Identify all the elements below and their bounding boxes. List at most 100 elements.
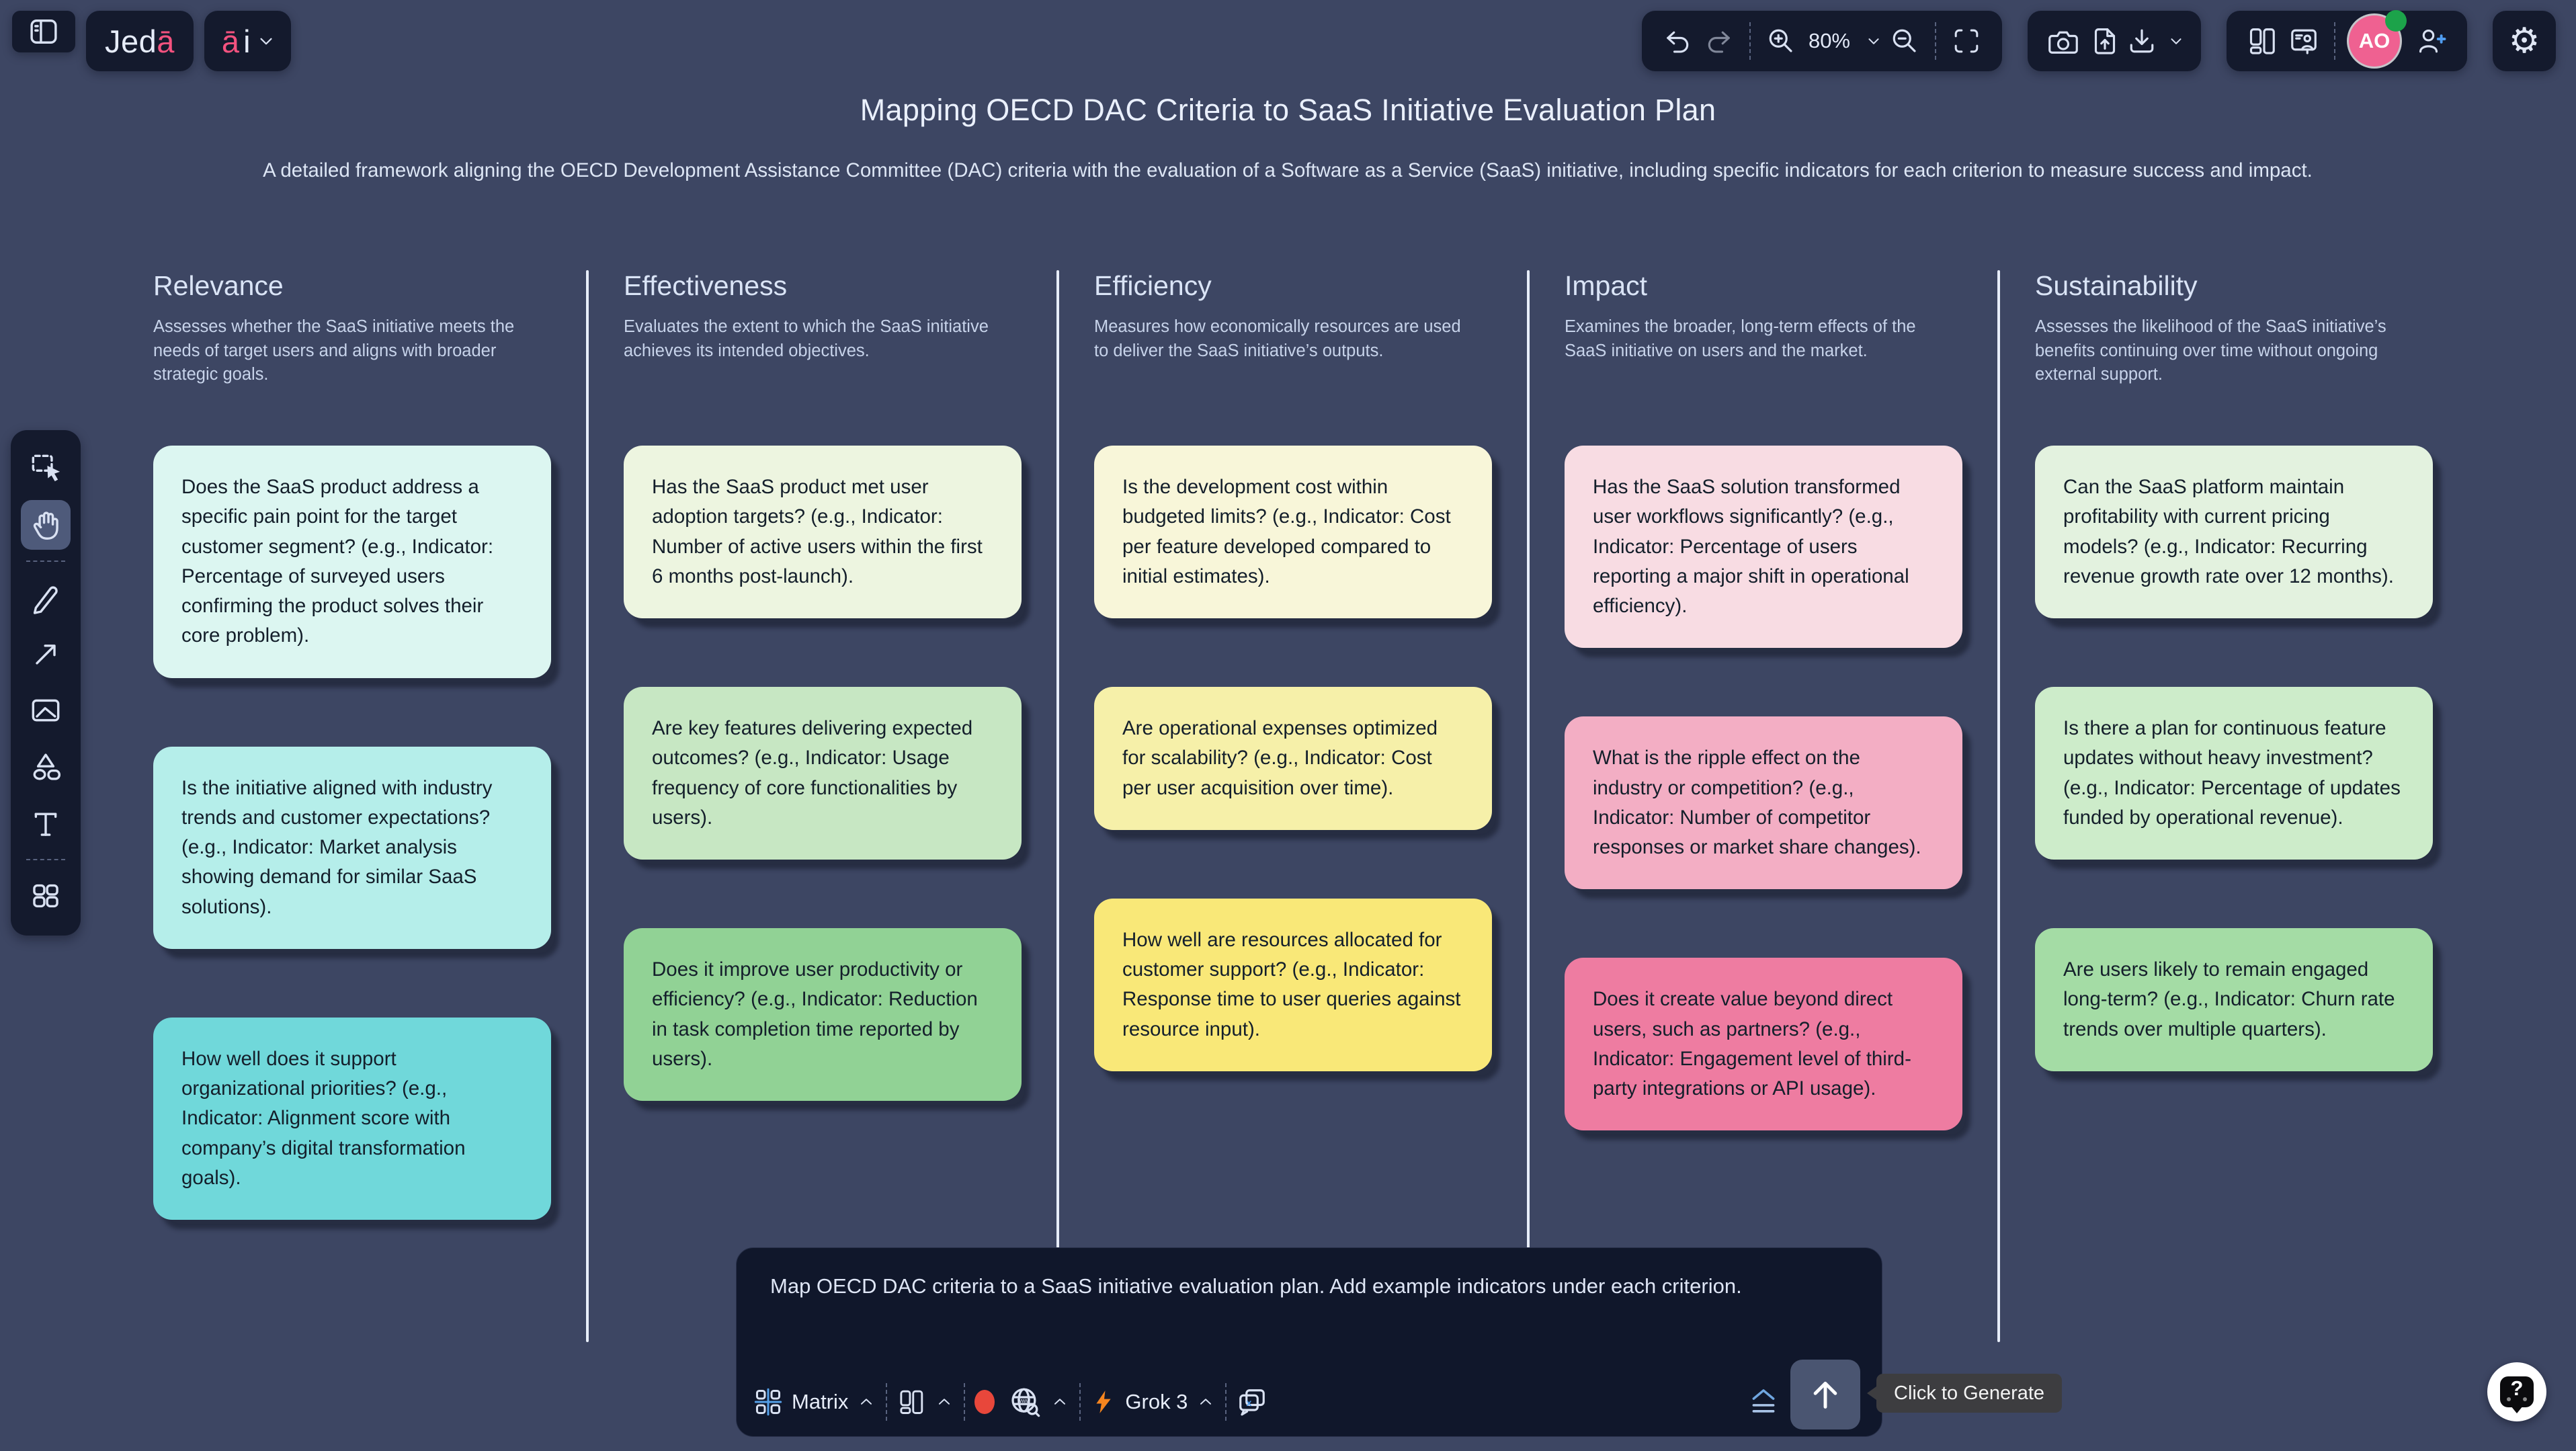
image-tool[interactable]: [21, 686, 71, 735]
column-title: Impact: [1565, 270, 1648, 301]
column-description: Evaluates the extent to which the SaaS i…: [624, 317, 989, 360]
split-layout-icon: [900, 1390, 923, 1414]
fullscreen-icon: [1954, 29, 1979, 53]
sticky-note[interactable]: Has the SaaS solution transformed user w…: [1565, 446, 1962, 649]
chat-x-icon: x: [1239, 1389, 1265, 1416]
prompt-input[interactable]: Map OECD DAC criteria to a SaaS initiati…: [770, 1274, 1742, 1298]
divider: [886, 1383, 888, 1421]
divider: [2334, 22, 2335, 60]
generate-tooltip: Click to Generate: [1876, 1374, 2063, 1413]
download-icon: [2130, 29, 2154, 53]
column-title: Relevance: [153, 270, 284, 301]
globe-search-icon: www: [1011, 1388, 1040, 1417]
column-description: Assesses whether the SaaS initiative mee…: [153, 317, 515, 384]
divider: [1225, 1383, 1227, 1421]
generate-button[interactable]: [1790, 1360, 1860, 1429]
sticky-note[interactable]: How well does it support organizational …: [153, 1017, 551, 1220]
select-tool[interactable]: [21, 444, 71, 493]
prompt-controls: Matrix www Grok 3 x: [753, 1376, 1781, 1428]
sticky-note[interactable]: How well are resources allocated for cus…: [1094, 898, 1492, 1071]
zoom-in-button[interactable]: [1760, 20, 1802, 62]
model-label: Grok 3: [1125, 1390, 1188, 1413]
ai-suffix: i: [243, 23, 251, 59]
column-description: Examines the broader, long-term effects …: [1565, 317, 1916, 360]
camera-icon: [2048, 31, 2078, 54]
settings-button[interactable]: ⚙: [2493, 11, 2556, 71]
ai-accent: ā: [221, 23, 240, 59]
templates-tool[interactable]: [21, 871, 71, 921]
templates-grid-icon: [33, 884, 58, 908]
chevron-down-icon: [2166, 31, 2186, 51]
model-selector[interactable]: Grok 3: [1090, 1388, 1216, 1415]
board-title: Mapping OECD DAC Criteria to SaaS Initia…: [860, 93, 1716, 127]
layout-panels-button[interactable]: [2241, 20, 2283, 62]
user-avatar[interactable]: AO: [2349, 10, 2407, 67]
lightning-icon: [1096, 1391, 1112, 1413]
chevron-up-icon: [1196, 1392, 1216, 1412]
column-impact: Impact Examines the broader, long-term e…: [1565, 270, 2035, 1345]
sticky-note[interactable]: Does the SaaS product address a specific…: [153, 446, 551, 678]
collapse-panel-button[interactable]: [1746, 1384, 1781, 1419]
svg-text:x: x: [1247, 1398, 1252, 1409]
web-search-selector[interactable]: www: [974, 1385, 1070, 1419]
shapes-tool[interactable]: [21, 742, 71, 792]
zoom-out-button[interactable]: [1884, 20, 1925, 62]
image-icon: [32, 699, 60, 722]
sticky-note[interactable]: Is the development cost within budgeted …: [1094, 446, 1492, 618]
presentation-icon: [2291, 29, 2317, 54]
import-file-button[interactable]: [2084, 20, 2126, 62]
sticky-note[interactable]: Are users likely to remain engaged long-…: [2035, 928, 2433, 1071]
logo-text: Jed: [105, 23, 157, 59]
column-relevance: Relevance Assesses whether the SaaS init…: [153, 270, 624, 1345]
present-button[interactable]: [2283, 20, 2325, 62]
sticky-note[interactable]: Is the initiative aligned with industry …: [153, 746, 551, 949]
column-effectiveness: Effectiveness Evaluates the extent to wh…: [624, 270, 1094, 1345]
divider: [1935, 22, 1936, 60]
logo-accent: ā: [157, 23, 175, 59]
download-dropdown[interactable]: [2126, 25, 2186, 57]
template-selector[interactable]: Matrix: [753, 1386, 876, 1417]
divider: [964, 1383, 966, 1421]
invite-user-button[interactable]: [2411, 20, 2452, 62]
tooltip-text: Click to Generate: [1894, 1382, 2045, 1404]
fullscreen-button[interactable]: [1946, 20, 1987, 62]
sidebar-toggle-button[interactable]: [12, 11, 75, 52]
help-bubble-icon: ?: [2500, 1376, 2534, 1407]
matrix-columns: Relevance Assesses whether the SaaS init…: [153, 270, 2505, 1345]
gear-icon: ⚙: [2508, 21, 2540, 61]
chevron-down-icon: [255, 30, 278, 52]
sticky-note[interactable]: Are key features delivering expected out…: [624, 687, 1022, 860]
pen-tool[interactable]: [21, 573, 71, 622]
column-description: Measures how economically resources are …: [1094, 317, 1461, 360]
svg-text:www: www: [1017, 1397, 1031, 1404]
sticky-note[interactable]: Does it improve user productivity or eff…: [624, 928, 1022, 1101]
split-layout-icon: [2249, 28, 2275, 54]
sticky-note[interactable]: Has the SaaS product met user adoption t…: [624, 446, 1022, 618]
add-person-icon: [2419, 29, 2446, 53]
arrow-tool[interactable]: [21, 629, 71, 679]
top-bar-right: 80%: [1641, 10, 2556, 71]
screenshot-button[interactable]: [2042, 20, 2084, 62]
sticky-note[interactable]: Is there a plan for continuous feature u…: [2035, 687, 2433, 860]
sticky-note[interactable]: What is the ripple effect on the industr…: [1565, 716, 1962, 890]
undo-button[interactable]: [1657, 20, 1698, 62]
column-description: Assesses the likelihood of the SaaS init…: [2035, 317, 2386, 384]
divider: [26, 859, 65, 860]
sticky-note[interactable]: Does it create value beyond direct users…: [1565, 958, 1962, 1131]
dot: [2507, 1397, 2511, 1401]
sticky-note[interactable]: Are operational expenses optimized for s…: [1094, 687, 1492, 830]
help-button[interactable]: ?: [2487, 1362, 2546, 1421]
hand-tool[interactable]: [21, 500, 71, 550]
redo-button[interactable]: [1698, 20, 1740, 62]
chevron-up-icon: [856, 1392, 876, 1412]
prompt-history-button[interactable]: x: [1236, 1386, 1268, 1418]
sticky-note[interactable]: Can the SaaS platform maintain profitabi…: [2035, 446, 2433, 618]
zoom-level-dropdown[interactable]: 80%: [1802, 29, 1884, 53]
layout-selector[interactable]: [897, 1387, 954, 1417]
question-mark: ?: [2510, 1376, 2524, 1400]
collab-group: AO: [2227, 10, 2467, 71]
text-tool[interactable]: [21, 798, 71, 848]
